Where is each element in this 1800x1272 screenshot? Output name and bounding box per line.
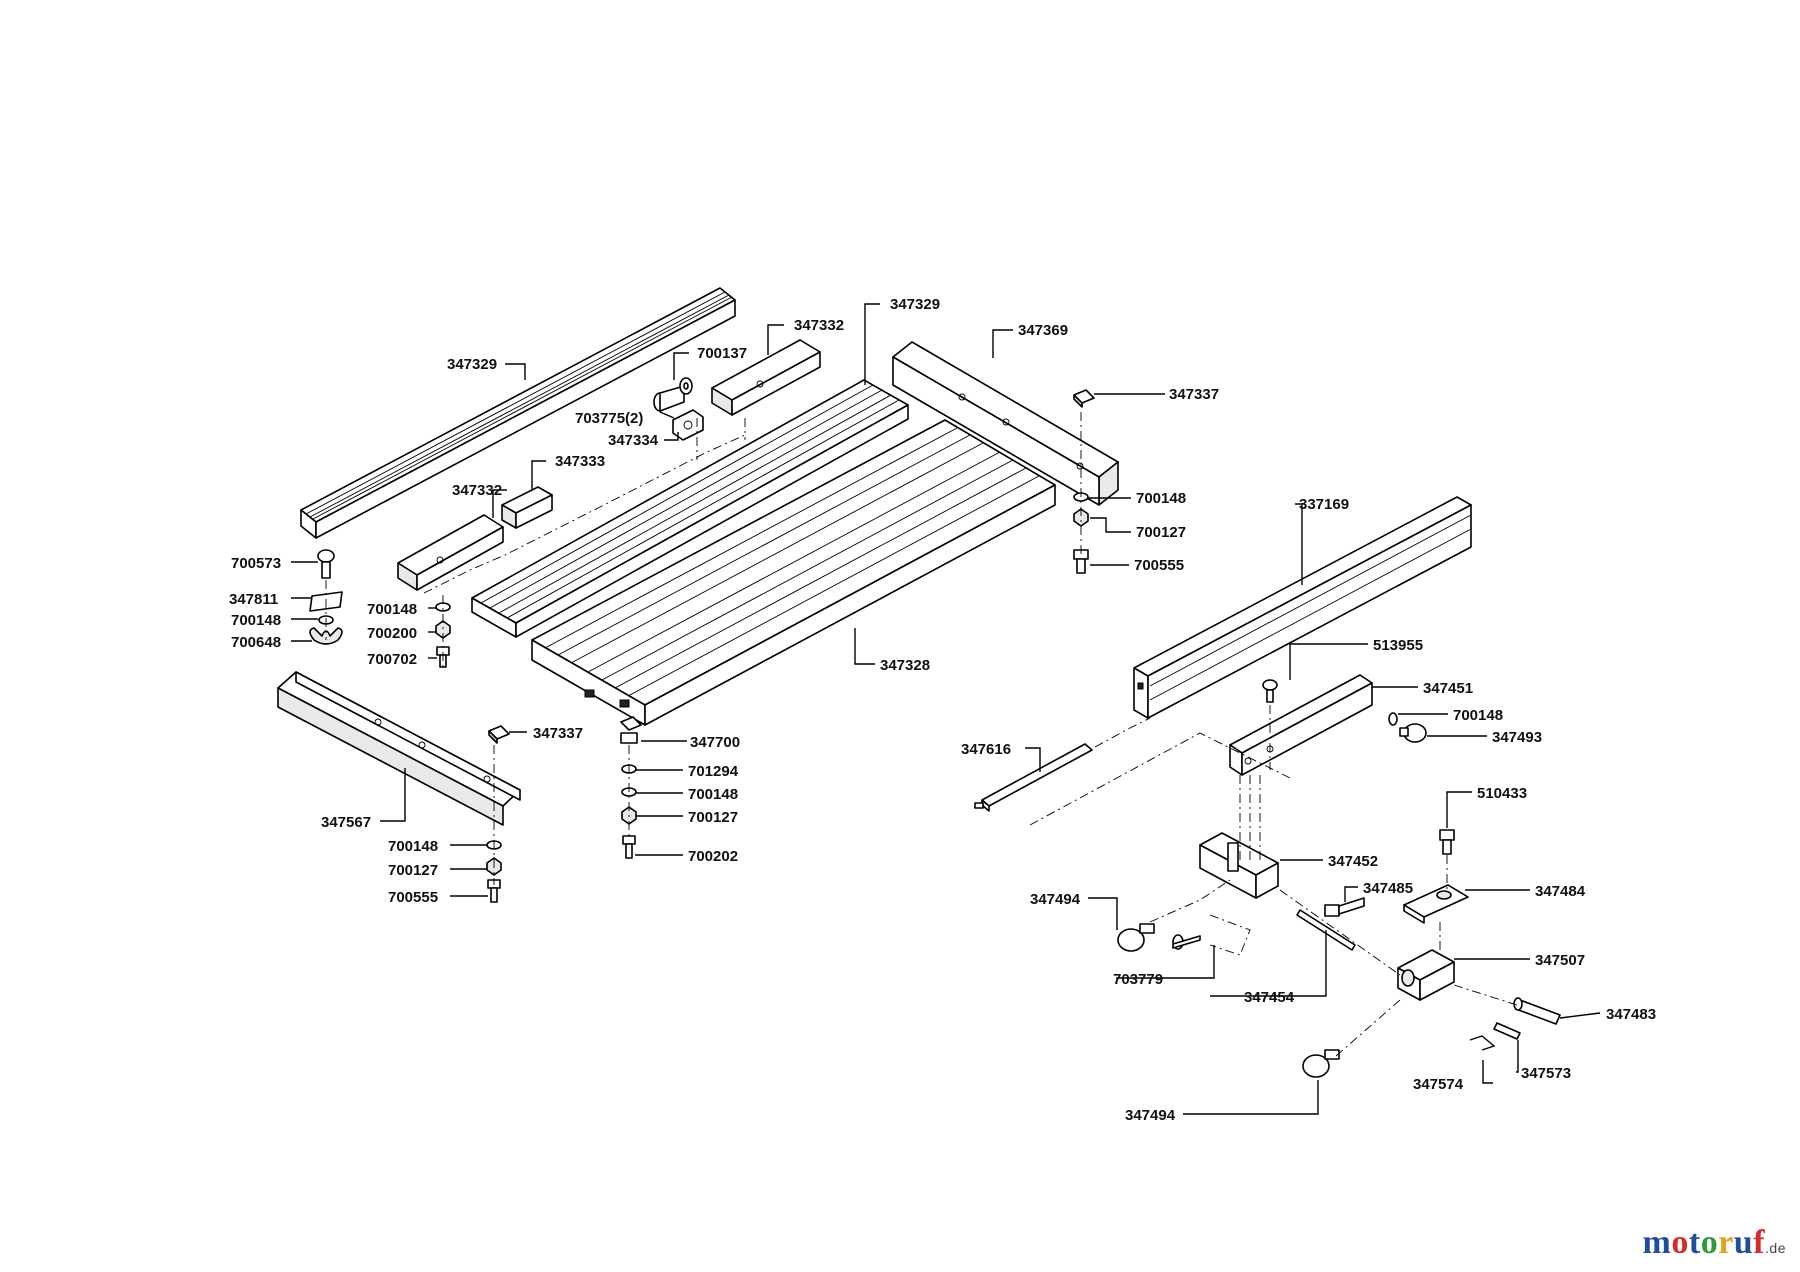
watermark-suffix: .de (1765, 1240, 1786, 1256)
angle-rail-347567 (277, 671, 521, 826)
label-347451: 347451 (1423, 680, 1473, 697)
label-700555-b: 700555 (388, 889, 438, 906)
label-347573: 347573 (1521, 1065, 1571, 1082)
label-347332-left: 347332 (452, 482, 502, 499)
label-347493: 347493 (1492, 729, 1542, 746)
pin-347483 (1513, 997, 1561, 1025)
watermark-letter: m (1642, 1224, 1672, 1261)
screw-700202 (622, 835, 636, 859)
label-347337-left: 347337 (533, 725, 583, 742)
label-347567: 347567 (321, 814, 371, 831)
screw-510433 (1439, 829, 1455, 855)
label-347485: 347485 (1363, 880, 1413, 897)
label-347494-upper: 347494 (1030, 891, 1081, 908)
clamp-347334 (672, 409, 704, 441)
label-700127-c: 700127 (388, 862, 438, 879)
knob-347494-lower (1302, 1049, 1340, 1078)
bolt-700573 (317, 549, 335, 579)
label-513955: 513955 (1373, 637, 1423, 654)
connector-347332-right (711, 339, 821, 416)
label-700555-a: 700555 (1134, 557, 1184, 574)
label-347332-right: 347332 (794, 317, 844, 334)
connector-347332-left (397, 514, 504, 591)
label-700137: 700137 (697, 345, 747, 362)
label-347454: 347454 (1244, 989, 1295, 1006)
nut-347337-right (1073, 389, 1095, 408)
label-700148-d: 700148 (688, 786, 738, 803)
label-347616: 347616 (961, 741, 1011, 758)
label-347483: 347483 (1606, 1006, 1656, 1023)
part-labels: 347329 347329 347332 700137 703775(2) 34… (229, 296, 1656, 1124)
washer-700148-fence (1388, 712, 1398, 726)
fence-rail-337169 (1133, 496, 1472, 719)
label-347328: 347328 (880, 657, 930, 674)
label-700148-c: 700148 (367, 601, 417, 618)
label-700148-e: 700148 (388, 838, 438, 855)
label-337169: 337169 (1299, 496, 1349, 513)
label-703775: 703775(2) (575, 410, 643, 427)
panel-347329-right (471, 379, 909, 638)
label-347494-lower: 347494 (1125, 1107, 1176, 1124)
label-700127-b: 700127 (688, 809, 738, 826)
watermark-letter: o (1700, 1224, 1719, 1261)
block-347452 (1199, 832, 1279, 899)
label-700573: 700573 (231, 555, 281, 572)
watermark-letter: u (1733, 1224, 1754, 1261)
label-703779: 703779 (1113, 971, 1163, 988)
label-347369: 347369 (1018, 322, 1068, 339)
label-347333: 347333 (555, 453, 605, 470)
label-347484: 347484 (1535, 883, 1586, 900)
knob-347493 (1399, 723, 1427, 743)
label-700127-a: 700127 (1136, 524, 1186, 541)
plate-347484 (1403, 884, 1469, 924)
label-347574: 347574 (1413, 1076, 1464, 1093)
assembly-lines (325, 412, 1521, 1057)
panel-347328 (531, 419, 1056, 726)
wingnut-700648 (309, 627, 343, 645)
watermark-letters: motoruf (1643, 1224, 1766, 1261)
rail-347329-left (300, 287, 736, 539)
label-347507: 347507 (1535, 952, 1585, 969)
angle-rail-347369 (892, 341, 1119, 506)
label-700148-a: 700148 (1136, 490, 1186, 507)
label-510433: 510433 (1477, 785, 1527, 802)
label-347329-right: 347329 (890, 296, 940, 313)
bracket-347451 (1229, 674, 1373, 776)
nut-347337-left (488, 725, 510, 744)
watermark-letter: o (1671, 1224, 1689, 1261)
label-700200: 700200 (367, 625, 417, 642)
label-347337-right: 347337 (1169, 386, 1219, 403)
label-700202: 700202 (688, 848, 738, 865)
block-347333 (501, 486, 553, 529)
pin-347485 (1324, 897, 1365, 917)
bolt-703775 (653, 385, 685, 412)
screw-703779 (1172, 934, 1201, 950)
watermark-letter: r (1718, 1224, 1734, 1261)
nut-347700 (620, 716, 642, 744)
label-347452: 347452 (1328, 853, 1378, 870)
label-700702: 700702 (367, 651, 417, 668)
label-700148-b: 700148 (231, 612, 281, 629)
label-347329-left: 347329 (447, 356, 497, 373)
label-347334: 347334 (608, 432, 659, 449)
rod-347616 (974, 743, 1093, 812)
label-347811: 347811 (229, 591, 278, 608)
label-701294: 701294 (688, 763, 739, 780)
leader-lines (291, 303, 1601, 1115)
watermark-letter: t (1688, 1224, 1701, 1261)
screw-513955 (1262, 679, 1278, 703)
label-700148-f: 700148 (1453, 707, 1503, 724)
watermark-letter: f (1753, 1224, 1766, 1261)
clip-347574 (1469, 1035, 1496, 1051)
watermark-logo: motoruf.de (1643, 1224, 1786, 1262)
label-347700: 347700 (690, 734, 740, 751)
washer-700137 (679, 377, 693, 395)
bracket-347507 (1397, 949, 1455, 1001)
label-700648: 700648 (231, 634, 281, 651)
knob-347494-upper (1117, 923, 1155, 952)
pin-347573 (1493, 1022, 1521, 1040)
